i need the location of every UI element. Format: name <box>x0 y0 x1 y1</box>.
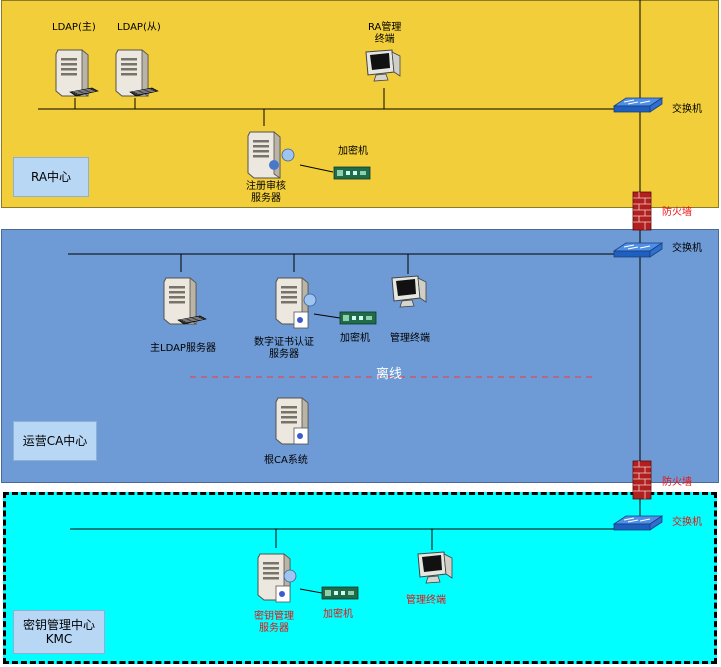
user-icon <box>269 160 279 170</box>
ca-switch-icon <box>613 242 663 258</box>
ra-switch-icon <box>613 97 663 113</box>
firewall-1-label: 防火墙 <box>662 207 692 218</box>
database-icon <box>281 148 295 162</box>
root-ca-label: 根CA系统 <box>264 455 308 466</box>
ldap-master-ca-server-icon <box>163 277 197 325</box>
audit-server-icon <box>247 131 281 179</box>
kmc-label-line2: KMC <box>45 632 73 646</box>
kmc-zone <box>3 492 717 664</box>
firewall-2-icon <box>632 460 652 500</box>
kmc-terminal-monitor-icon <box>417 551 453 584</box>
cert-server-label: 数字证书认证服务器 <box>254 337 314 361</box>
ldap-slave-server-icon <box>115 49 149 97</box>
kmc-encryptor-icon <box>321 586 359 600</box>
cert-server-label-line1: 数字证书认证 <box>254 337 314 348</box>
ra-terminal-label: RA管理终端 <box>368 22 401 46</box>
ca-center-label: 运营CA中心 <box>13 421 97 461</box>
database-icon <box>283 569 297 583</box>
audit-server-label: 注册审核服务器 <box>246 181 286 205</box>
offline-label: 离线 <box>376 367 403 382</box>
ca-switch-label: 交换机 <box>672 243 702 254</box>
ra-encryptor-label: 加密机 <box>338 146 368 157</box>
ra-terminal-label-line2: 终端 <box>374 34 395 45</box>
kmc-terminal-label: 管理终端 <box>406 595 446 606</box>
audit-server-label-line1: 注册审核 <box>246 181 286 192</box>
ra-center-label: RA中心 <box>13 157 89 197</box>
audit-server-label-line2: 服务器 <box>251 193 281 204</box>
ra-center-label-text: RA中心 <box>30 170 72 184</box>
ra-terminal-label-line1: RA管理 <box>368 22 402 33</box>
kmc-label-line1: 密钥管理中心 <box>22 618 95 632</box>
firewall-1-icon <box>632 191 652 231</box>
kmc-encryptor-label: 加密机 <box>323 609 353 620</box>
ra-terminal-monitor-icon <box>365 49 401 82</box>
ldap-slave-label: LDAP(从) <box>117 22 161 33</box>
kmc-switch-icon <box>613 515 663 531</box>
ldap-master-server-icon <box>55 49 89 97</box>
ra-encryptor-icon <box>333 166 371 180</box>
firewall-2-label: 防火墙 <box>662 477 692 488</box>
ca-center-zone <box>1 229 719 483</box>
ca-encryptor-label: 加密机 <box>340 333 370 344</box>
key-server-label-line1: 密钥管理 <box>254 611 294 622</box>
kmc-switch-label: 交换机 <box>672 517 702 528</box>
ca-center-label-text: 运营CA中心 <box>22 434 88 448</box>
database-icon <box>303 293 317 307</box>
ra-switch-label: 交换机 <box>672 104 702 115</box>
ldap-master-label: LDAP(主) <box>52 22 96 33</box>
ldap-master-ca-label: 主LDAP服务器 <box>150 343 216 354</box>
ca-terminal-label: 管理终端 <box>390 333 430 344</box>
key-server-label-line2: 服务器 <box>259 623 289 634</box>
cert-server-label-line2: 服务器 <box>269 349 299 360</box>
key-server-label: 密钥管理服务器 <box>254 611 294 635</box>
ca-terminal-monitor-icon <box>391 275 427 308</box>
ca-encryptor-icon <box>339 311 377 325</box>
